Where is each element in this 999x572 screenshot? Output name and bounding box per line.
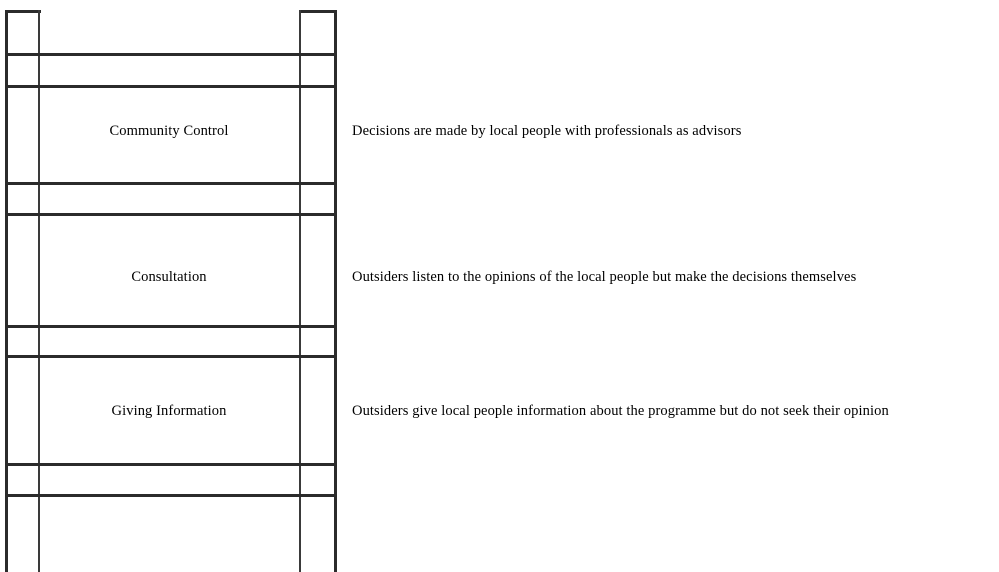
left-rail-inner-vertical xyxy=(38,10,40,572)
right-rail-top-cap xyxy=(299,10,337,13)
rung-line-3-top xyxy=(5,325,337,328)
rung-line-3-bottom xyxy=(5,355,337,358)
rung-description-giving-information: Outsiders give local people information … xyxy=(352,403,889,419)
rung-line-4-bottom xyxy=(5,494,337,497)
rung-description-community-control: Decisions are made by local people with … xyxy=(352,123,742,139)
rung-line-4-top xyxy=(5,463,337,466)
left-rail-top-cap xyxy=(5,10,41,13)
right-rail-inner-vertical xyxy=(299,10,301,572)
rung-description-consultation: Outsiders listen to the opinions of the … xyxy=(352,269,857,285)
rung-label-community-control: Community Control xyxy=(109,123,229,139)
rung-line-1-bottom xyxy=(5,85,337,88)
rung-label-giving-information: Giving Information xyxy=(111,403,227,419)
rung-line-2-top xyxy=(5,182,337,185)
left-rail-outer-vertical xyxy=(5,10,8,572)
rung-line-2-bottom xyxy=(5,213,337,216)
right-rail-outer-vertical xyxy=(334,10,337,572)
rung-label-consultation: Consultation xyxy=(131,269,207,285)
rung-line-1-top xyxy=(5,53,337,56)
